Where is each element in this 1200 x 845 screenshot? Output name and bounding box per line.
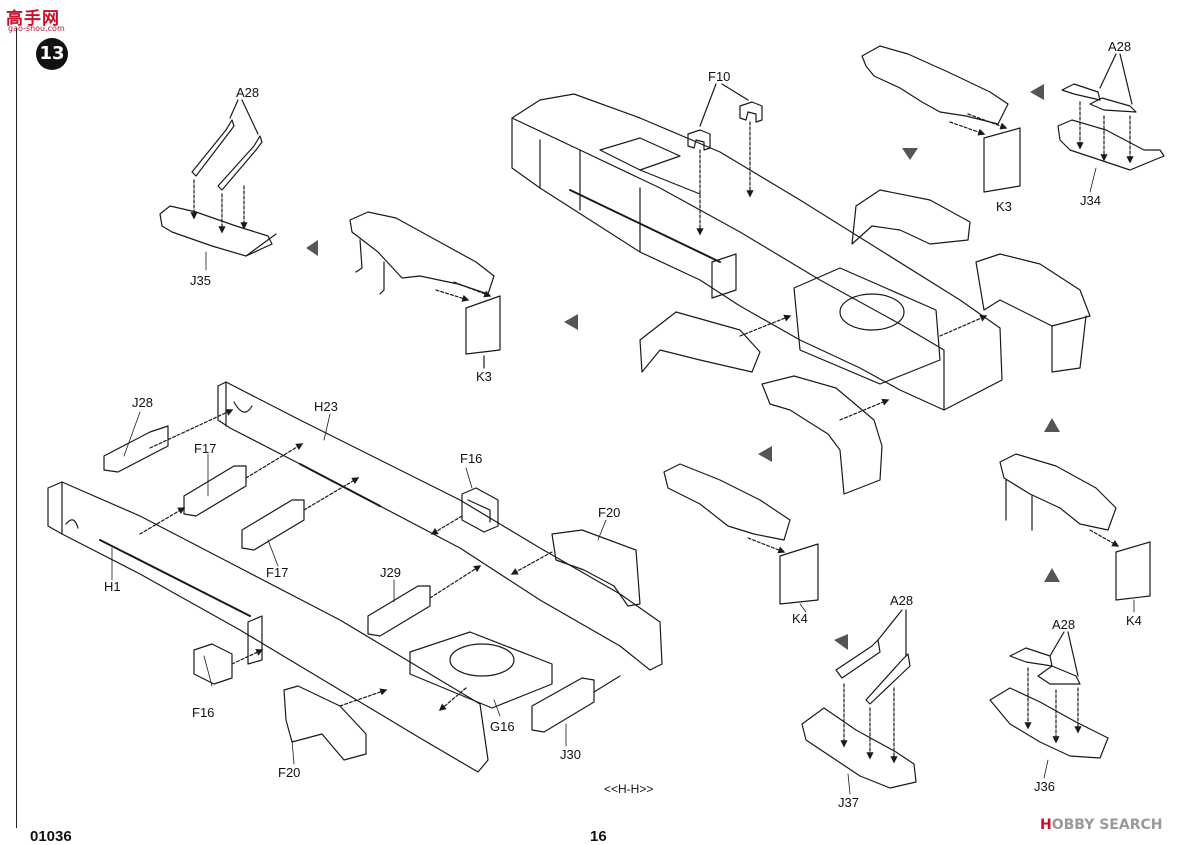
product-code: 01036 xyxy=(30,828,72,845)
site-logo: 高手网 xyxy=(6,9,60,29)
label-f20: F20 xyxy=(278,765,301,780)
direction-arrow xyxy=(306,240,318,256)
label-h1: H1 xyxy=(104,579,121,594)
part-g16-turntable-plate xyxy=(409,631,553,711)
label-k4: K4 xyxy=(792,611,808,626)
part-j37-assembly xyxy=(801,609,917,789)
part-f20-housings xyxy=(283,529,641,761)
label-f20: F20 xyxy=(598,505,621,520)
watermark-mark: H xyxy=(1040,817,1052,833)
label-k3: K3 xyxy=(996,199,1012,214)
direction-arrow xyxy=(902,148,918,160)
cross-members xyxy=(103,409,621,733)
label-k3: K3 xyxy=(476,369,492,384)
page-frame xyxy=(16,28,1189,828)
label-f17: F17 xyxy=(266,565,289,580)
label-j37: J37 xyxy=(838,795,859,810)
label-leaders xyxy=(111,167,1135,795)
part-f10-clips xyxy=(687,83,763,236)
label-h23: H23 xyxy=(314,399,338,414)
label-f10: F10 xyxy=(708,69,731,84)
watermark-text: OBBY SEARCH xyxy=(1051,817,1163,833)
part-h1-frame-rail xyxy=(47,481,489,773)
direction-arrow xyxy=(1030,84,1044,100)
label-a28: A28 xyxy=(236,85,260,100)
label-f17: F17 xyxy=(194,441,217,456)
label-k4: K4 xyxy=(1126,613,1142,628)
part-k3-mudguard-right xyxy=(861,45,1021,193)
part-j35-assembly xyxy=(159,99,277,257)
label-j29: J29 xyxy=(380,565,401,580)
page-number: 16 xyxy=(590,828,607,845)
step-number-badge: 13 xyxy=(36,38,68,70)
direction-arrow xyxy=(834,634,848,650)
label-j36: J36 xyxy=(1034,779,1055,794)
part-j36-assembly xyxy=(989,631,1109,759)
direction-arrow xyxy=(1044,568,1060,582)
label-f16: F16 xyxy=(460,451,483,466)
watermark: HOBBY SEARCH xyxy=(1040,817,1162,833)
frame-mounted-fenders xyxy=(639,189,1091,495)
site-logo-sub: gao-shou.com xyxy=(8,24,65,33)
part-j34-assembly xyxy=(1057,53,1165,171)
label-g16: G16 xyxy=(490,719,515,734)
label-f16: F16 xyxy=(192,705,215,720)
part-k4-left xyxy=(663,463,819,605)
assembled-chassis-frame xyxy=(511,93,1003,411)
part-f16-blocks xyxy=(193,487,499,685)
label-a28: A28 xyxy=(1052,617,1076,632)
part-h23-frame-rail xyxy=(217,381,663,671)
part-k3-mudguard-left xyxy=(349,211,501,369)
label-j34: J34 xyxy=(1080,193,1101,208)
label-j35: J35 xyxy=(190,273,211,288)
label-j28: J28 xyxy=(132,395,153,410)
part-k4-right xyxy=(999,453,1151,601)
section-marker: <<H-H>> xyxy=(604,782,654,796)
direction-arrow xyxy=(1044,418,1060,432)
label-j30: J30 xyxy=(560,747,581,762)
direction-arrow xyxy=(564,314,578,330)
label-a28: A28 xyxy=(1108,39,1132,54)
label-a28: A28 xyxy=(890,593,914,608)
direction-arrow xyxy=(758,446,772,462)
